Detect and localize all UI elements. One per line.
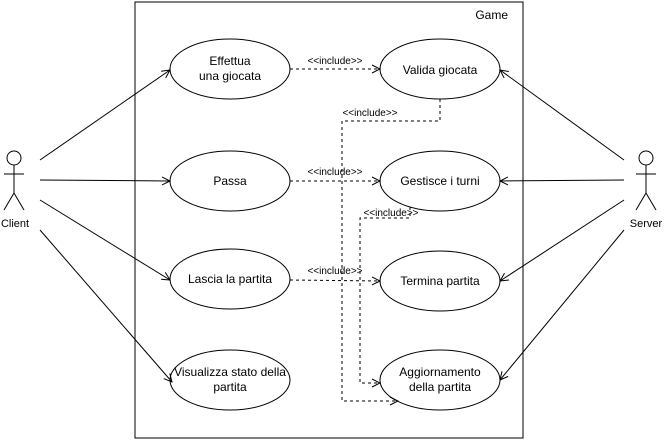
actor-server[interactable]: Server <box>630 150 663 230</box>
use-case-gestisce-turni[interactable]: Gestisce i turni <box>379 150 501 212</box>
uc-aggiornamento-line-1: Aggiornamento <box>399 365 481 379</box>
svg-text:una giocata: una giocata <box>199 69 261 83</box>
use-case-termina-partita[interactable]: Termina partita <box>379 250 501 312</box>
use-case-effettua-giocata[interactable]: Effettua una giocata <box>169 38 291 100</box>
include-label-5: <<include>> <box>363 208 418 219</box>
svg-text:Aggiornamento: Aggiornamento <box>399 365 481 379</box>
include-label-1: <<include>> <box>307 56 362 67</box>
uc-effettua-line-1: Effettua <box>209 54 250 68</box>
use-case-lascia-partita[interactable]: Lascia la partita <box>169 248 291 310</box>
svg-text:Visualizza stato della: Visualizza stato della <box>174 365 286 379</box>
svg-text:Lascia la partita: Lascia la partita <box>188 272 272 286</box>
system-boundary <box>134 1 524 439</box>
include-valida-aggiornamento <box>341 99 441 401</box>
assoc-client-lascia <box>39 199 170 280</box>
svg-text:partita: partita <box>213 380 247 394</box>
assoc-server-gestisce <box>500 180 625 181</box>
assoc-server-termina <box>500 199 625 281</box>
assoc-client-effettua <box>39 70 170 161</box>
use-case-passa[interactable]: Passa <box>169 150 291 212</box>
include-lascia-termina <box>289 280 380 281</box>
include-gestisce-aggiornamento <box>359 207 411 383</box>
svg-text:Termina partita: Termina partita <box>400 274 480 288</box>
actor-client-label: Client <box>1 218 29 230</box>
assoc-server-valida <box>500 70 625 161</box>
uc-gestisce-line-1: Gestisce i turni <box>400 174 479 188</box>
uc-valida-line-1: Valida giocata <box>403 63 478 77</box>
uc-visualizza-line-2: partita <box>213 380 247 394</box>
svg-text:Effettua: Effettua <box>209 54 250 68</box>
uc-visualizza-line-1: Visualizza stato della <box>174 365 286 379</box>
use-case-aggiornamento-partita[interactable]: Aggiornamento della partita <box>379 349 501 411</box>
assoc-client-passa <box>39 180 170 181</box>
assoc-server-aggiornamento <box>500 229 625 380</box>
actor-server-label: Server <box>630 218 663 230</box>
uc-lascia-line-1: Lascia la partita <box>188 272 272 286</box>
uc-passa-line-1: Passa <box>213 174 247 188</box>
actor-client[interactable]: Client <box>1 150 29 230</box>
uc-termina-line-1: Termina partita <box>400 274 480 288</box>
include-label-3: <<include>> <box>307 266 362 277</box>
uc-effettua-line-2: una giocata <box>199 69 261 83</box>
system-title: Game <box>475 8 508 22</box>
svg-text:Valida giocata: Valida giocata <box>403 63 478 77</box>
use-case-visualizza-stato[interactable]: Visualizza stato della partita <box>169 349 291 411</box>
svg-text:Gestisce i turni: Gestisce i turni <box>400 174 479 188</box>
svg-text:della partita: della partita <box>409 380 471 394</box>
svg-text:Passa: Passa <box>213 174 247 188</box>
uc-aggiornamento-line-2: della partita <box>409 380 471 394</box>
use-case-valida-giocata[interactable]: Valida giocata <box>379 38 501 100</box>
assoc-client-visualizza <box>39 229 172 382</box>
include-label-2: <<include>> <box>307 167 362 178</box>
include-label-4: <<include>> <box>342 108 397 119</box>
